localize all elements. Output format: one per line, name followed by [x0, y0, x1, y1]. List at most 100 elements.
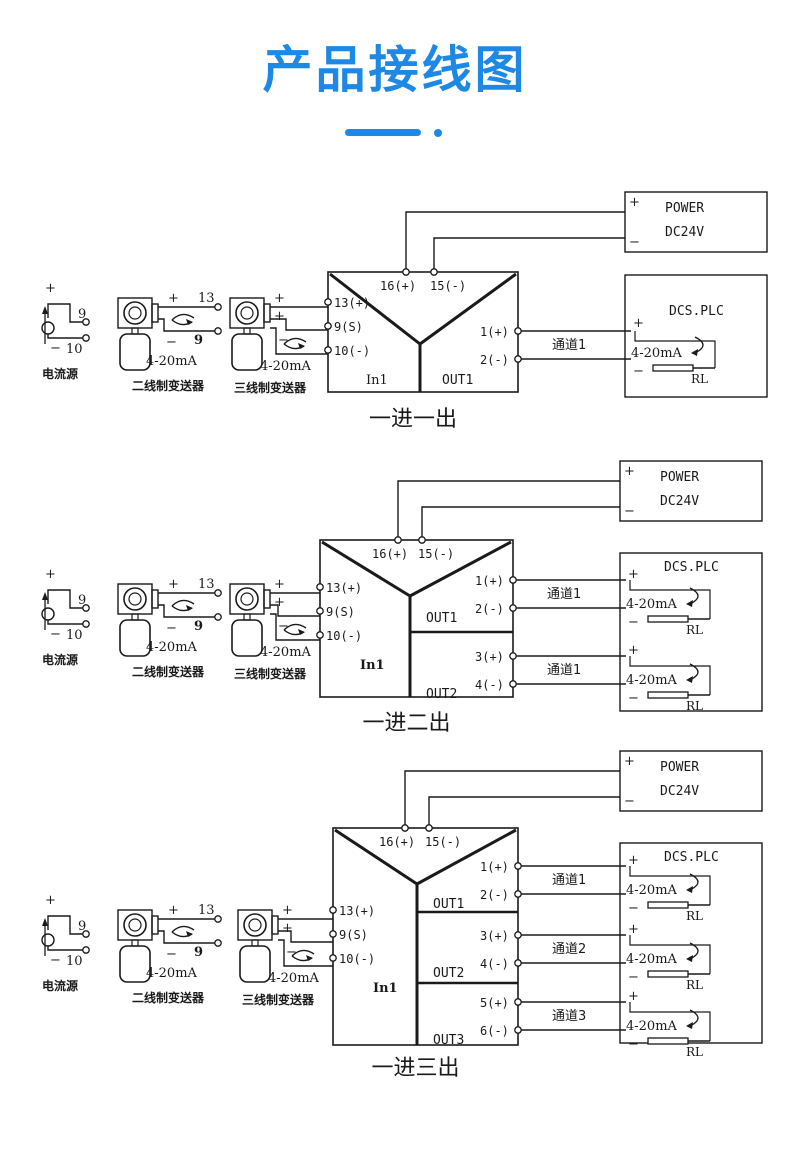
three-wire-caption: 三线制变送器	[242, 992, 315, 1007]
load-1-resistor	[652, 364, 694, 372]
module-triangle-right	[416, 828, 517, 886]
module-triangle-left	[334, 828, 418, 886]
output-name-label: OUT1	[426, 611, 457, 626]
output-name-label: OUT3	[433, 1033, 464, 1048]
two-wire-minus-label: −	[166, 621, 177, 636]
two-wire-minus-label: −	[166, 947, 177, 962]
three-wire-transmitter-icon-connector	[263, 303, 271, 323]
load-2-resistor	[647, 970, 689, 978]
power-positive-wire	[405, 211, 625, 269]
two-wire-minus-wire	[158, 318, 218, 332]
dcs-plc-box	[619, 842, 763, 1044]
title-underline-dot	[434, 129, 442, 137]
load-1: +4-20mA−RL	[631, 316, 715, 386]
current-source-terminal-9	[82, 604, 90, 612]
three-wire-transmitter-icon-neck	[251, 939, 259, 947]
load-pos-wire	[629, 935, 711, 974]
two-wire-plus-label: +	[168, 903, 179, 918]
load-pos-wire	[629, 1002, 711, 1041]
two-wire-terminal-13	[214, 589, 222, 597]
output-neg-label: 2(-)	[480, 888, 509, 902]
power-minus-label: −	[624, 504, 635, 519]
three-wire-ma-label: 4-20mA	[260, 359, 312, 374]
output-name-label: OUT2	[426, 687, 457, 702]
power-minus-label: −	[629, 235, 640, 250]
power-positive-wire	[404, 770, 620, 825]
two-wire-minus-wire	[158, 930, 218, 944]
two-wire-terminal-9	[214, 939, 222, 947]
output-pos-label: 3(+)	[480, 929, 509, 943]
input-in1-label: In1	[360, 658, 385, 673]
three-wire-transmitter-icon-dial-inner	[240, 592, 254, 606]
load-1-plus-label: +	[628, 853, 639, 868]
three-wire-minus-label: −	[278, 619, 289, 634]
section-1: 16(+)15(-)+−POWERDC24V13(+)9(S)10(-)In1D…	[41, 191, 768, 432]
module-triangle-left	[329, 272, 421, 346]
three-wire-transmitter-icon	[229, 297, 271, 371]
two-wire-terminal-13	[214, 915, 222, 923]
two-wire-transmitter-icon-connector	[151, 589, 159, 609]
load-3-rl-label: RL	[686, 1045, 703, 1059]
power-supply-box	[624, 191, 768, 253]
three-wire-caption: 三线制变送器	[234, 380, 307, 395]
power-plus-label: +	[624, 464, 635, 479]
channel-label: 通道1	[547, 663, 581, 678]
load-3-minus-label: −	[628, 1037, 639, 1052]
section-caption: 一进二出	[362, 711, 450, 736]
two-wire-arrow-arc	[171, 599, 195, 607]
two-wire-transmitter-icon-dial	[123, 587, 147, 611]
three-wire-plus-label-1: +	[274, 291, 285, 306]
output-pos-label: 1(+)	[480, 860, 509, 874]
terminal-15-label: 15(-)	[418, 547, 454, 561]
terminal-15	[425, 824, 433, 832]
load-1-rl-label: RL	[691, 372, 708, 386]
load-1-minus-label: −	[628, 615, 639, 630]
output-neg-label: 6(-)	[480, 1024, 509, 1038]
current-source-caption: 电流源	[42, 652, 78, 667]
three-wire-common-wire	[278, 939, 333, 967]
current-source-10-label: 10	[66, 628, 83, 643]
two-wire-ma-label: 4-20mA	[146, 354, 198, 369]
load-pos-wire	[629, 580, 711, 619]
two-wire-arrow-arc	[171, 313, 195, 321]
current-source-circle	[41, 607, 55, 621]
load-1-loop-head	[691, 349, 698, 356]
three-wire-transmitter-icon-body	[239, 945, 271, 983]
current-source-circle	[41, 321, 55, 335]
load-1-ma-label: 4-20mA	[626, 883, 678, 898]
two-wire-terminal-9	[214, 613, 222, 621]
three-wire-transmitter-icon-dial	[243, 913, 267, 937]
three-wire-transmitter-icon-body	[231, 619, 263, 657]
three-wire-plus-label-2: +	[274, 595, 285, 610]
dcs-plc-label: DCS.PLC	[664, 850, 719, 865]
three-wire-arrow-head	[298, 629, 305, 635]
three-wire-minus-label: −	[286, 945, 297, 960]
input-in1-label: In1	[366, 373, 388, 388]
output-name-label: OUT2	[433, 966, 464, 981]
input-9-label: 9(S)	[326, 605, 355, 619]
three-wire-common-wire	[270, 613, 320, 641]
section-2: 16(+)15(-)+−POWERDC24V13(+)9(S)10(-)In1D…	[41, 460, 763, 736]
load-1: +4-20mA−RL	[626, 567, 710, 637]
three-wire-transmitter-icon-connector	[271, 915, 279, 935]
input-13-label: 13(+)	[326, 581, 362, 595]
section-caption: 一进一出	[369, 407, 457, 432]
load-1-plus-label: +	[633, 316, 644, 331]
terminal-neg	[514, 890, 522, 898]
current-source-terminal-10	[82, 946, 90, 954]
three-wire-ma-label: 4-20mA	[268, 971, 320, 986]
dcs-plc-box	[624, 274, 768, 398]
power-supply-box	[619, 750, 763, 812]
current-source-arrow-head	[42, 592, 48, 600]
load-2-plus-label: +	[628, 922, 639, 937]
load-pos-wire	[629, 866, 711, 905]
terminal-16	[401, 824, 409, 832]
current-source-plus-label: +	[45, 567, 56, 582]
